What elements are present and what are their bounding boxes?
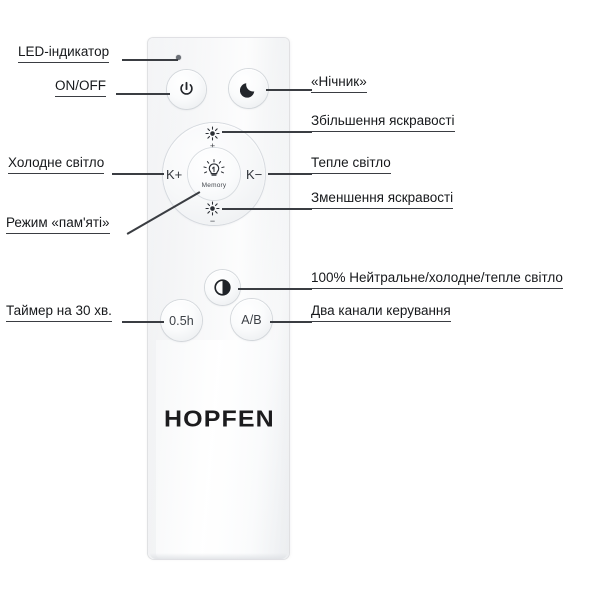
callout-warm-light-text: Тепле світло: [311, 155, 391, 174]
callout-cold-light: Холодне світло: [8, 155, 105, 174]
leader-two-channels: [270, 321, 312, 323]
leader-timer-30: [122, 321, 164, 323]
callout-brightness-increase: Збільшення яскравості: [311, 113, 455, 132]
brightness-up-sign: +: [209, 141, 216, 151]
channel-label: A/B: [241, 312, 262, 327]
callout-brightness-decrease-text: Зменшення яскравості: [311, 190, 454, 209]
night-light-button[interactable]: [229, 69, 268, 108]
callout-on-off: ON/OFF: [55, 78, 106, 97]
callout-brightness-increase-text: Збільшення яскравості: [311, 113, 455, 132]
callout-timer-30-text: Таймер на 30 хв.: [6, 303, 112, 322]
callout-two-channels: Два канали керування: [311, 303, 451, 322]
leader-full-white: [238, 288, 312, 290]
callout-brightness-decrease: Зменшення яскравості: [311, 190, 454, 209]
callout-warm-light: Тепле світло: [311, 155, 391, 174]
leader-brightness-increase: [222, 131, 312, 133]
callout-night-light: «Нічник»: [311, 74, 367, 93]
half-circle-icon: [214, 279, 231, 296]
callout-timer-30: Таймер на 30 хв.: [6, 303, 112, 322]
callout-two-channels-text: Два канали керування: [311, 303, 451, 322]
brightness-down-button[interactable]: −: [205, 201, 220, 226]
timer-label: 0.5h: [169, 313, 194, 328]
leader-cold-light: [112, 173, 164, 175]
callout-led-indicator-text: LED-індикатор: [18, 44, 110, 63]
sun-icon: [205, 201, 220, 216]
k-minus-button[interactable]: K−: [246, 167, 263, 182]
remote-lower-gloss: [156, 340, 281, 559]
color-temperature-button[interactable]: [205, 270, 240, 305]
callout-full-white-text: 100% Нейтральне/холодне/тепле світло: [311, 270, 563, 289]
moon-icon: [239, 82, 254, 98]
callout-full-white: 100% Нейтральне/холодне/тепле світло: [311, 270, 563, 289]
led-indicator-dot: [176, 55, 181, 60]
callout-cold-light-text: Холодне світло: [8, 155, 105, 174]
leader-on-off: [116, 93, 170, 95]
brightness-up-button[interactable]: +: [205, 126, 220, 151]
remote-bottom-edge: [150, 553, 287, 559]
power-icon: [180, 81, 193, 95]
leader-led-indicator: [122, 59, 178, 61]
sun-icon: [205, 126, 220, 141]
leader-warm-light: [268, 173, 312, 175]
memory-label: Memory: [201, 182, 227, 189]
channel-button[interactable]: A/B: [231, 299, 272, 340]
callout-led-indicator: LED-індикатор: [18, 44, 110, 63]
brightness-down-sign: −: [209, 216, 216, 226]
callout-memory-mode: Режим «пам'яті»: [6, 215, 110, 234]
lightbulb-icon: [203, 159, 225, 176]
leader-brightness-decrease: [222, 208, 312, 210]
k-plus-button[interactable]: K+: [166, 167, 183, 182]
callout-on-off-text: ON/OFF: [55, 78, 106, 97]
leader-night-light: [266, 89, 312, 91]
callout-night-light-text: «Нічник»: [311, 74, 367, 93]
brand-logo: HOPFEN: [164, 406, 275, 432]
callout-memory-mode-text: Режим «пам'яті»: [6, 215, 110, 234]
timer-button[interactable]: 0.5h: [161, 300, 202, 341]
power-button[interactable]: [167, 70, 206, 109]
